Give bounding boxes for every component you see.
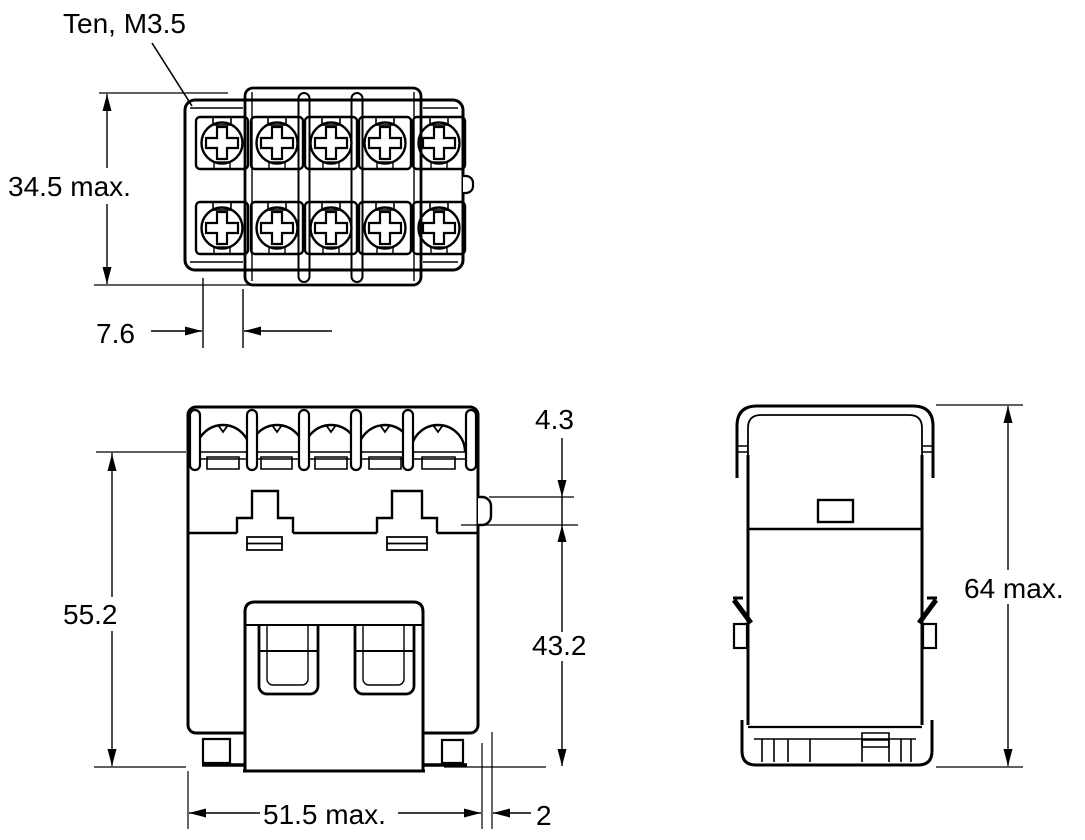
- terminal-separator: [245, 408, 259, 472]
- block-window-inner: [266, 625, 309, 686]
- dim-top-height: 34.5 max.: [8, 92, 263, 286]
- terminal-seat-lines: [190, 451, 476, 460]
- dim-front-height: 55.2: [63, 451, 186, 768]
- terminal-screw: [194, 200, 250, 256]
- terminal-separator: [464, 408, 478, 472]
- top-view-edge-detail-lines: [190, 107, 458, 263]
- terminal-separator: [401, 408, 415, 472]
- dim-terminal-pitch: 7.6: [96, 278, 332, 349]
- screw-head-dome: [302, 423, 360, 454]
- extension-lines: [461, 496, 578, 526]
- top-view-terminal-block: [243, 86, 423, 287]
- callout: Ten, M3.5: [63, 8, 193, 107]
- side-latch-blade-left: [731, 598, 754, 625]
- side-latch-blade-right: [916, 598, 939, 625]
- arrowhead-down: [557, 749, 567, 766]
- arrowhead-up: [102, 94, 112, 111]
- callout-leader-line: [151, 42, 193, 107]
- dim-side-height: 64 max.: [936, 404, 1064, 768]
- front-view: [186, 405, 493, 773]
- terminal-clamp-plates: [206, 456, 456, 470]
- arrowhead-right: [185, 326, 202, 336]
- side-latch-hook-right: [921, 622, 938, 650]
- dim-label-front-height: 55.2: [63, 599, 118, 630]
- terminal-screw: [249, 115, 305, 171]
- side-view-body-edges: [746, 455, 924, 725]
- block-window-inner: [362, 625, 405, 686]
- screw-head-dome: [409, 423, 467, 454]
- bottom-feet: [201, 737, 465, 765]
- top-view-side-bump: [463, 174, 475, 195]
- front-view-side-bump: [478, 495, 493, 527]
- terminal-separator: [297, 408, 311, 472]
- label-slot-windows: [246, 536, 428, 551]
- arrowhead-down: [557, 480, 567, 497]
- top-view-block-inner-edges: [251, 92, 415, 281]
- terminal-separator: [349, 408, 363, 472]
- arrowhead-up: [1003, 406, 1013, 423]
- callout-label: Ten, M3.5: [63, 8, 186, 39]
- terminal-screw: [194, 115, 250, 171]
- extension-lines: [202, 278, 244, 348]
- terminal-screw: [249, 200, 305, 256]
- mounting-tab: [235, 489, 295, 533]
- arrowhead-down: [1003, 749, 1013, 766]
- dim-label-lower-height: 43.2: [532, 630, 587, 661]
- bottom-tray-detail: [861, 732, 890, 748]
- top-view: [183, 86, 475, 287]
- extension-lines: [94, 451, 186, 768]
- arrowhead-down: [102, 267, 112, 284]
- side-view: [731, 404, 939, 767]
- block-window: [257, 625, 320, 696]
- arrowhead-left: [189, 808, 206, 818]
- arrowhead-left: [493, 808, 510, 818]
- side-view-window: [816, 498, 855, 524]
- side-view-cap-outer: [735, 404, 935, 478]
- dim-label-bump-height: 4.3: [535, 404, 574, 435]
- cap-clip-ticks: [737, 445, 933, 453]
- screw-head-dome: [248, 423, 306, 454]
- dim-label-front-width: 51.5 max.: [263, 799, 386, 830]
- arrowhead-up: [557, 525, 567, 542]
- terminal-screw: [303, 200, 359, 256]
- terminal-separator: [188, 408, 202, 472]
- dim-front-width: 51.5 max. 2: [187, 732, 552, 831]
- mounting-tab: [375, 489, 439, 533]
- dim-label-bump-depth: 2: [536, 800, 552, 831]
- dim-label-top-height: 34.5 max.: [8, 171, 131, 202]
- terminal-screw: [357, 115, 413, 171]
- side-latch-hook-left: [732, 622, 749, 650]
- side-view-cap-inner: [747, 414, 923, 478]
- arrowhead-up: [107, 454, 117, 471]
- dim-label-side-height: 64 max.: [964, 573, 1064, 604]
- extension-lines: [936, 404, 1023, 768]
- extension-lines: [187, 732, 493, 829]
- dim-right-side: 4.3 43.2: [444, 404, 587, 768]
- block-window: [353, 625, 416, 696]
- arrowhead-left: [244, 326, 261, 336]
- terminal-screw: [303, 115, 359, 171]
- bottom-tray: [740, 720, 934, 767]
- arrowhead-down: [107, 749, 117, 766]
- terminal-screw: [357, 200, 413, 256]
- screw-head-dome: [194, 423, 252, 454]
- extension-lines: [94, 92, 263, 286]
- bottom-tray-dividers: [761, 739, 912, 762]
- arrowhead-right: [464, 808, 481, 818]
- mounting-block: [243, 600, 425, 771]
- dim-label-terminal-pitch: 7.6: [96, 318, 135, 349]
